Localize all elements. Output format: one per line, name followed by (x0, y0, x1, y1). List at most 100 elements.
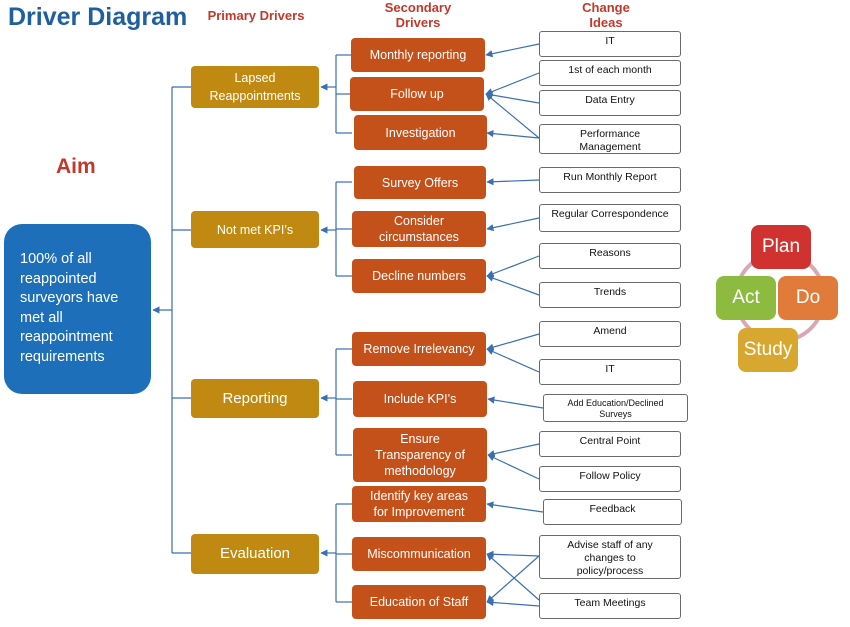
secondary-driver-consider-circumstances: Consider circumstances (352, 211, 486, 247)
secondary-label-line: Investigation (385, 125, 456, 140)
header-secondary-line-2: Drivers (395, 15, 441, 30)
primary-driver-not-met-kpis: Not met KPI’s (191, 211, 319, 248)
secondary-driver-monthly-reporting: Monthly reporting (351, 38, 485, 72)
change-label-line: changes to (584, 552, 636, 564)
secondary-driver-education-of-staff: Education of Staff (352, 585, 486, 619)
change-connector-line (486, 333, 540, 351)
change-label-line: 1st of each month (568, 64, 652, 76)
secondary-label-line: for Improvement (373, 505, 465, 519)
change-label-line: IT (605, 35, 615, 47)
change-idea-follow-policy: Follow Policy (539, 466, 681, 492)
aim-line: 100% of all (20, 251, 92, 267)
change-idea-trends: Trends (539, 282, 681, 308)
change-idea-data-entry: Data Entry (539, 90, 681, 116)
secondary-driver-identify-key-areas: Identify key areas for Improvement (352, 486, 486, 522)
change-label-line: policy/process (576, 565, 644, 577)
pdca-study-label: Study (743, 339, 793, 360)
change-connector-line (487, 443, 540, 458)
change-label-line: Run Monthly Report (563, 171, 657, 183)
change-idea-it-reporting: IT (539, 359, 681, 385)
change-connector-line (486, 555, 540, 603)
secondary-driver-miscommunication: Miscommunication (352, 537, 486, 571)
change-idea-amend: Amend (539, 321, 681, 347)
change-connector-line (486, 348, 540, 373)
secondary-label-line: Monthly reporting (369, 48, 467, 62)
secondary-driver-follow-up: Follow up (350, 77, 484, 111)
pdca-do-label: Do (795, 287, 821, 308)
secondary-label-line: methodology (384, 464, 456, 478)
aim-line: reappointment (20, 329, 113, 345)
change-connector-line (486, 501, 544, 513)
secondary-label-line: Ensure (400, 432, 440, 446)
aim-box: 100% of all reappointed surveyors have m… (4, 224, 151, 394)
aim-line: surveyors have (20, 290, 119, 306)
change-connector-line (486, 178, 540, 186)
secondary-label-line: Identify key areas (370, 489, 468, 503)
secondary-label-line: Include KPI’s (383, 392, 457, 406)
change-connector-line (486, 550, 540, 558)
change-label-line: Data Entry (585, 94, 635, 106)
secondary-label-line: Consider (393, 214, 444, 228)
change-label-line: Team Meetings (574, 597, 646, 609)
change-label-line: Management (579, 141, 641, 153)
change-idea-regular-correspondence: Regular Correspondence (539, 204, 681, 232)
change-idea-feedback: Feedback (543, 499, 682, 525)
primary-driver-evaluation: Evaluation (191, 534, 319, 574)
secondary-label-line: Decline numbers (372, 269, 466, 283)
header-change-line-1: Change (582, 0, 630, 15)
secondary-driver-survey-offers: Survey Offers (354, 166, 486, 199)
change-connector-line (487, 396, 544, 409)
change-connector-line (486, 274, 540, 296)
change-idea-it: IT (539, 31, 681, 57)
header-secondary-drivers: Secondary Drivers (358, 0, 478, 30)
change-label-line: Follow Policy (579, 470, 641, 482)
primary-label-line: Lapsed (234, 71, 276, 85)
change-label-line: Performance (579, 128, 641, 140)
header-change-line-2: Ideas (589, 15, 623, 30)
change-label-line: Feedback (589, 503, 636, 515)
change-idea-central-point: Central Point (539, 431, 681, 457)
primary-driver-reporting: Reporting (191, 379, 319, 418)
header-primary-text: Primary Drivers (207, 8, 305, 23)
change-idea-reasons: Reasons (539, 243, 681, 269)
secondary-driver-include-kpis: Include KPI’s (353, 381, 487, 417)
primary-label-line: Evaluation (219, 545, 291, 562)
change-connector-line (486, 130, 540, 139)
change-idea-run-monthly-report: Run Monthly Report (539, 167, 681, 193)
change-connector-line (486, 553, 540, 601)
secondary-driver-decline-numbers: Decline numbers (352, 259, 486, 293)
primary-label-line: Not met KPI’s (216, 222, 294, 237)
pdca-act: Act (716, 276, 776, 320)
change-label-line: Surveys (599, 409, 632, 419)
change-idea-first-of-month: 1st of each month (539, 60, 681, 86)
change-label-line: Reasons (589, 247, 631, 259)
change-connector-line (485, 43, 540, 58)
secondary-label-line: Education of Staff (369, 595, 469, 609)
aim-line: requirements (20, 348, 105, 365)
pdca-plan: Plan (751, 225, 811, 269)
change-idea-team-meetings: Team Meetings (539, 593, 681, 619)
aim-line: met all (20, 309, 63, 326)
change-connector-line (487, 454, 540, 480)
change-label-line: Central Point (579, 435, 641, 447)
secondary-driver-remove-irrelevancy: Remove Irrelevancy (352, 332, 486, 366)
secondary-label-line: Miscommunication (367, 547, 471, 561)
change-connector-line (486, 255, 540, 278)
change-label-line: Trends (593, 286, 627, 298)
pdca-do: Do (778, 276, 838, 320)
change-connector-line (485, 91, 540, 104)
secondary-label-line: Survey Offers (381, 175, 459, 190)
header-change-ideas: Change Ideas (556, 0, 656, 30)
pdca-act-label: Act (732, 287, 760, 308)
pdca-study: Study (738, 328, 798, 372)
secondary-label-line: Follow up (390, 87, 444, 101)
header-primary-drivers: Primary Drivers (196, 8, 316, 23)
secondary-label-line: Remove Irrelevancy (363, 342, 475, 356)
change-label-line: Advise staff of any (567, 539, 653, 551)
secondary-label-line: circumstances (379, 230, 459, 244)
